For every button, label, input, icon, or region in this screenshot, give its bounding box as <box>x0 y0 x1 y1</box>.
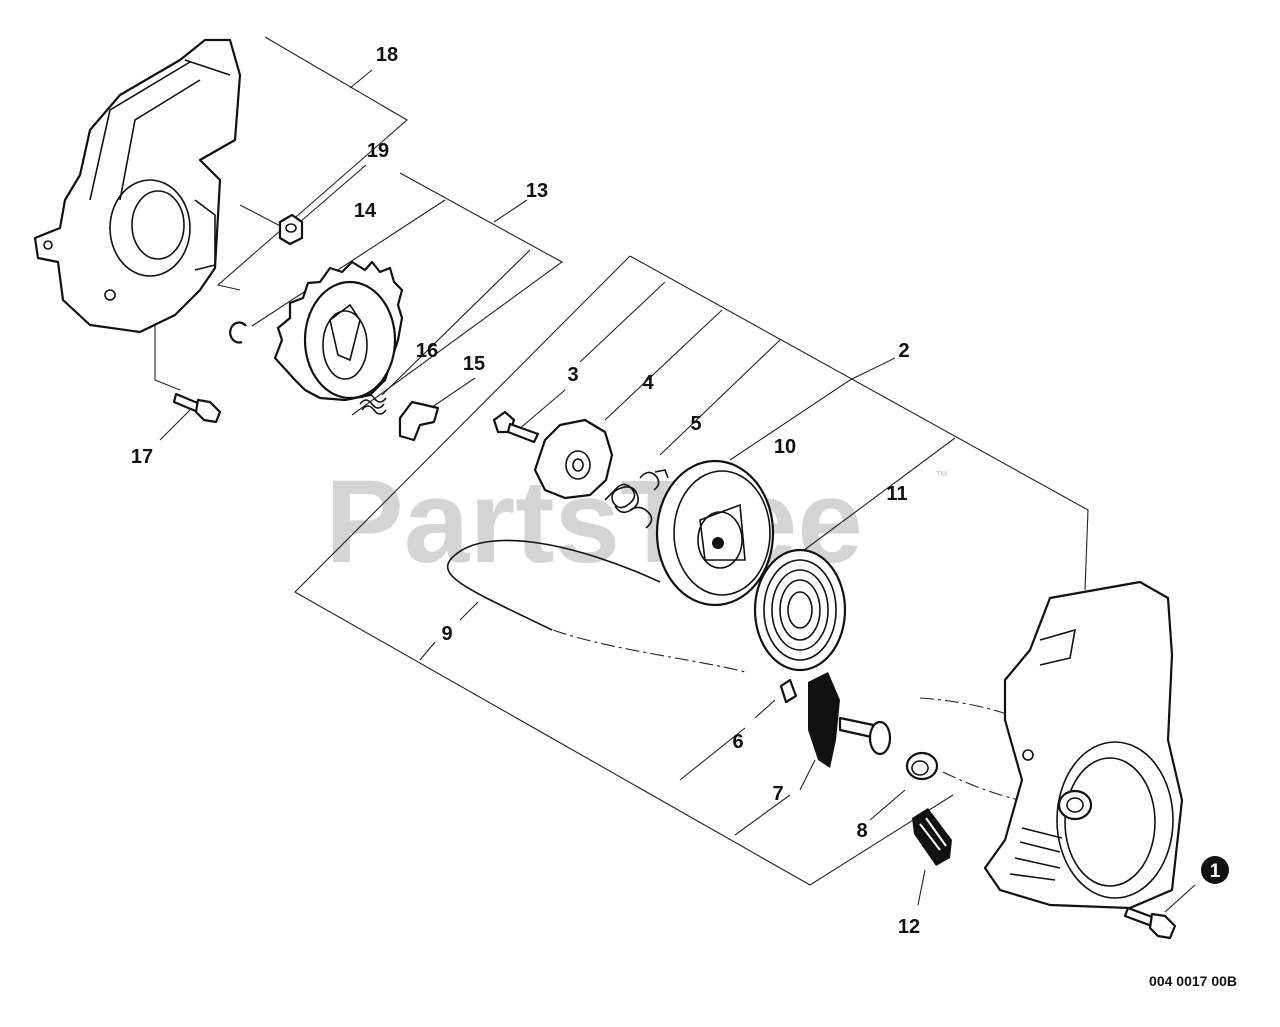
callout-13[interactable]: 13 <box>526 180 548 202</box>
watermark-trademark: ™ <box>935 468 948 483</box>
callout-4[interactable]: 4 <box>642 372 654 394</box>
part-5-spring[interactable] <box>604 469 669 529</box>
callout-2[interactable]: 2 <box>898 340 909 362</box>
part-10-reel[interactable] <box>655 459 775 607</box>
callout-14[interactable]: 14 <box>354 200 377 222</box>
part-12-grommet[interactable] <box>912 808 952 866</box>
callout-10[interactable]: 10 <box>774 436 796 458</box>
callout-9[interactable]: 9 <box>441 623 452 645</box>
part-14-clip[interactable] <box>229 321 247 344</box>
part-8-bushing[interactable] <box>905 751 939 781</box>
part-2-starter-housing[interactable] <box>983 580 1184 910</box>
part-13-pulley[interactable] <box>273 260 404 402</box>
part-3-bolt[interactable] <box>492 410 540 444</box>
callout-1-circle <box>1201 856 1229 884</box>
part-18-fan-cover[interactable] <box>33 38 242 334</box>
part-16-spring[interactable] <box>359 393 387 415</box>
part-19-nut[interactable] <box>278 213 304 246</box>
callout-8[interactable]: 8 <box>856 820 867 842</box>
part-11-recoil-spring[interactable] <box>753 548 847 672</box>
callout-18[interactable]: 18 <box>376 44 398 66</box>
callout-7[interactable]: 7 <box>772 783 783 805</box>
part-6-stopper[interactable] <box>779 678 798 704</box>
callout-17[interactable]: 17 <box>131 446 153 468</box>
part-4-reel-cap[interactable] <box>533 418 614 500</box>
part-7-handle[interactable] <box>808 672 892 768</box>
callout-5[interactable]: 5 <box>690 413 701 435</box>
part-9-rope[interactable] <box>446 539 661 631</box>
callout-11[interactable]: 11 <box>886 483 907 505</box>
callout-3[interactable]: 3 <box>567 364 578 386</box>
part-1-bolt[interactable] <box>1123 906 1177 940</box>
callout-1[interactable]: 1 <box>1210 861 1221 882</box>
callout-6[interactable]: 6 <box>732 731 743 753</box>
callout-19[interactable]: 19 <box>367 140 389 162</box>
callout-16[interactable]: 16 <box>416 340 438 362</box>
callout-12[interactable]: 12 <box>898 916 920 938</box>
part-15-pawl[interactable] <box>398 400 440 442</box>
callout-15[interactable]: 15 <box>463 353 485 375</box>
part-17-bolt[interactable] <box>172 392 222 424</box>
drawing-code: 004 0017 00B <box>1149 973 1237 989</box>
